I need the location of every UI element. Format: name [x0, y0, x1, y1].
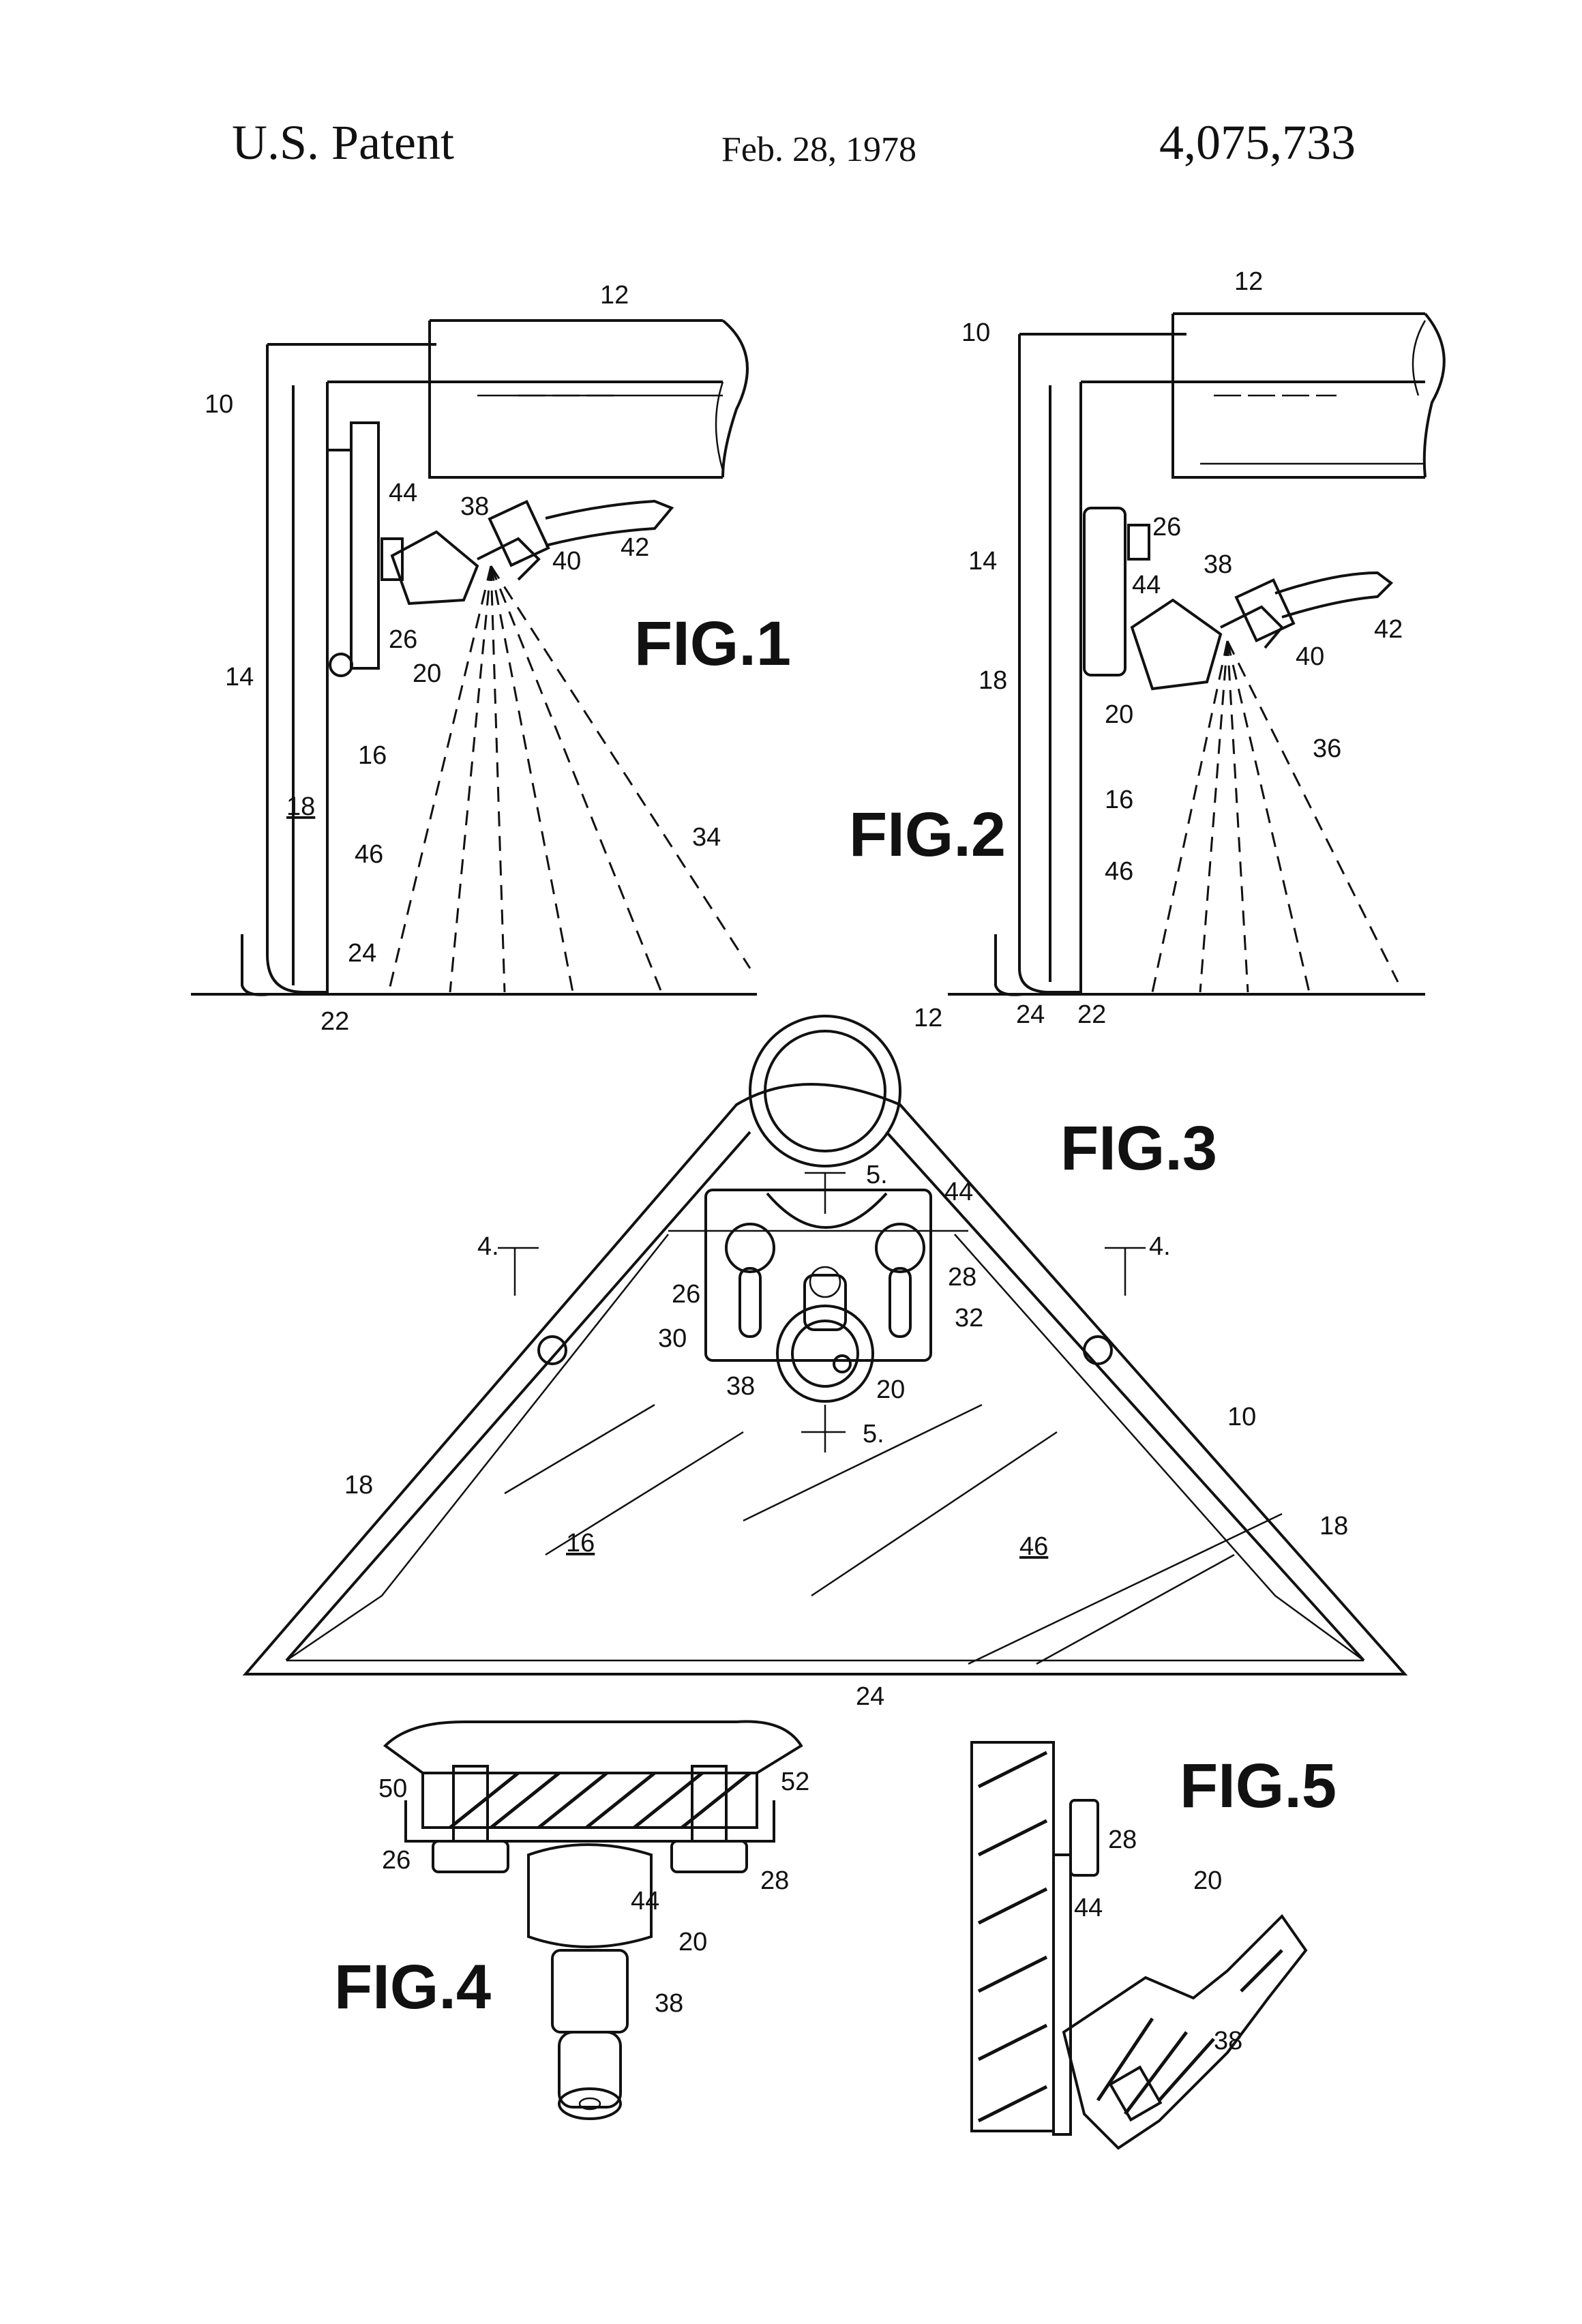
ref-10: 10 — [205, 390, 233, 419]
ref-10: 10 — [961, 318, 990, 347]
patent-office-label: U.S. Patent — [232, 115, 455, 170]
ref-32: 32 — [955, 1304, 983, 1332]
ref-24: 24 — [1016, 1000, 1045, 1029]
ref-20: 20 — [876, 1375, 905, 1404]
ref-16: 16 — [1105, 786, 1133, 814]
ref-14: 14 — [968, 547, 997, 576]
ref-44: 44 — [631, 1887, 659, 1916]
ref-36: 36 — [1313, 734, 1341, 763]
figure-4-label: FIG.4 — [334, 1952, 491, 2022]
ref-18: 18 — [286, 792, 315, 821]
patent-number: 4,075,733 — [1159, 115, 1356, 170]
ref-12: 12 — [914, 1004, 942, 1032]
figure-4: 50 52 26 28 44 20 38 FIG.4 — [334, 1720, 809, 2120]
figure-2: 12 10 26 38 14 44 40 42 18 20 36 16 46 2… — [849, 267, 1446, 1029]
ref-46: 46 — [355, 840, 383, 869]
ref-26: 26 — [1152, 513, 1181, 541]
figure-3: 12 5. 44 4. 4. 26 28 30 32 38 20 5. 10 1… — [242, 1004, 1408, 1711]
ref-20: 20 — [1193, 1866, 1222, 1895]
ref-18-right: 18 — [1319, 1512, 1348, 1540]
ref-34: 34 — [692, 823, 721, 852]
ref-12: 12 — [1234, 267, 1263, 296]
ref-10: 10 — [1227, 1403, 1256, 1431]
ref-22: 22 — [1077, 1000, 1106, 1029]
ref-22: 22 — [320, 1007, 349, 1036]
ref-28: 28 — [1108, 1826, 1137, 1854]
ref-40: 40 — [552, 547, 581, 576]
ref-20: 20 — [678, 1928, 707, 1956]
ref-44: 44 — [944, 1178, 973, 1206]
ref-26: 26 — [672, 1280, 700, 1309]
ref-38: 38 — [655, 1989, 683, 2018]
ref-12: 12 — [600, 281, 629, 310]
ref-4-right: 4. — [1149, 1232, 1171, 1261]
ref-52: 52 — [781, 1768, 809, 1796]
ref-20: 20 — [413, 659, 441, 688]
ref-40: 40 — [1296, 642, 1324, 671]
figure-1-label: FIG.1 — [634, 609, 791, 679]
ref-44: 44 — [1132, 571, 1161, 599]
ref-30: 30 — [658, 1324, 687, 1353]
figure-1: 12 10 44 38 40 42 26 20 14 16 18 46 34 2… — [191, 281, 791, 1036]
ref-46: 46 — [1105, 857, 1133, 886]
ref-18: 18 — [979, 666, 1007, 695]
ref-16: 16 — [566, 1529, 595, 1558]
ref-5-bottom: 5. — [863, 1420, 884, 1448]
ref-44: 44 — [1074, 1894, 1103, 1922]
ref-42: 42 — [621, 533, 649, 562]
figure-3-label: FIG.3 — [1060, 1114, 1217, 1183]
ref-38: 38 — [1204, 550, 1232, 579]
ref-38: 38 — [726, 1372, 755, 1401]
ref-42: 42 — [1374, 615, 1403, 644]
ref-50: 50 — [378, 1774, 407, 1803]
ref-26: 26 — [382, 1846, 411, 1875]
ref-28: 28 — [948, 1263, 976, 1292]
ref-14: 14 — [225, 663, 254, 691]
ref-38: 38 — [460, 492, 489, 521]
ref-5-top: 5. — [866, 1161, 888, 1189]
ref-4-left: 4. — [477, 1232, 499, 1261]
ref-28: 28 — [760, 1866, 789, 1895]
ref-46: 46 — [1019, 1532, 1048, 1561]
figure-2-label: FIG.2 — [849, 800, 1006, 869]
patent-date: Feb. 28, 1978 — [721, 130, 916, 169]
ref-38: 38 — [1214, 2027, 1242, 2055]
figure-5-label: FIG.5 — [1180, 1751, 1337, 1821]
ref-44: 44 — [389, 479, 417, 507]
ref-16: 16 — [358, 741, 387, 770]
figure-5: 28 20 44 38 FIG.5 — [970, 1741, 1337, 2150]
ref-20: 20 — [1105, 700, 1133, 729]
ref-26: 26 — [389, 625, 417, 654]
ref-18-left: 18 — [344, 1471, 373, 1500]
ref-24: 24 — [348, 939, 376, 968]
ref-24: 24 — [856, 1682, 884, 1711]
